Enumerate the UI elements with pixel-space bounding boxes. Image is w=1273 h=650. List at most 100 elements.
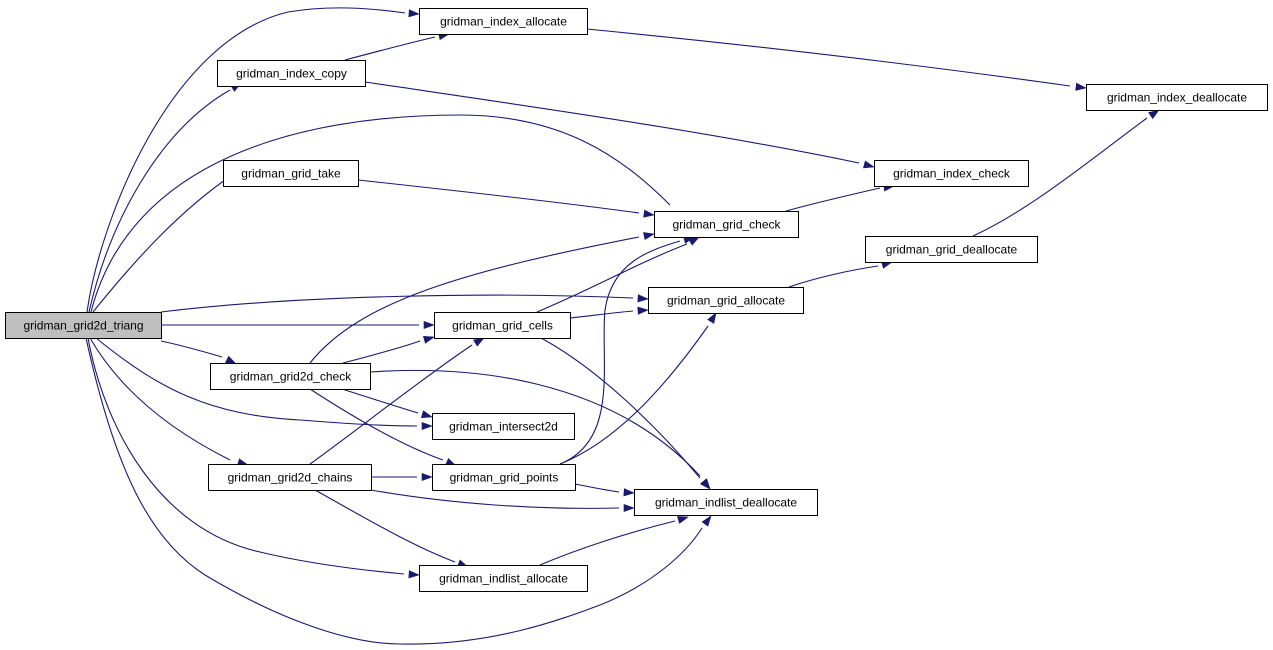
node-box[interactable]	[432, 464, 576, 491]
edge-line	[160, 340, 223, 358]
edge-line	[92, 172, 236, 313]
edge-gridman_index_copy-to-gridman_index_check	[364, 81, 875, 169]
edge-gridman_grid2d_triang-to-gridman_index_copy	[88, 82, 242, 313]
node-box[interactable]	[223, 160, 359, 187]
node-box[interactable]	[419, 8, 588, 35]
node-gridman_grid2d_check[interactable]: gridman_grid2d_check	[210, 363, 371, 390]
node-box[interactable]	[434, 312, 571, 339]
node-box[interactable]	[654, 211, 799, 238]
node-gridman_grid2d_chains[interactable]: gridman_grid2d_chains	[208, 464, 372, 491]
arrowhead-icon	[701, 515, 712, 527]
node-gridman_intersect2d[interactable]: gridman_intersect2d	[432, 413, 575, 440]
node-box[interactable]	[419, 565, 588, 592]
edge-gridman_grid2d_triang-to-gridman_grid_take	[92, 165, 248, 313]
node-label[interactable]: gridman_index_deallocate	[1107, 91, 1247, 105]
edge-line	[364, 81, 860, 164]
edge-gridman_grid_allocate-to-gridman_grid_deallocate	[788, 260, 893, 288]
node-gridman_indlist_deallocate[interactable]: gridman_indlist_deallocate	[634, 489, 818, 516]
root-node-box[interactable]	[5, 312, 162, 339]
edge-gridman_grid_check-to-gridman_index_check	[785, 183, 895, 212]
edge-line	[559, 240, 681, 465]
node-label[interactable]: gridman_grid2d_chains	[228, 471, 353, 485]
call-graph-nodes: gridman_grid2d_triang gridman_index_alloc…	[5, 8, 1268, 592]
arrowhead-icon	[408, 570, 420, 579]
edge-line	[574, 483, 620, 493]
node-label[interactable]: gridman_indlist_allocate	[439, 572, 568, 586]
node-gridman_grid_check[interactable]: gridman_grid_check	[654, 211, 799, 238]
node-box[interactable]	[210, 363, 371, 390]
node-box[interactable]	[874, 160, 1029, 187]
edge-line	[559, 325, 709, 465]
node-label[interactable]: gridman_grid_cells	[452, 319, 553, 333]
node-label[interactable]: gridman_index_allocate	[440, 15, 567, 29]
node-box[interactable]	[217, 60, 366, 87]
node-gridman_grid_cells[interactable]: gridman_grid_cells	[434, 312, 571, 339]
node-label[interactable]: gridman_grid_points	[450, 471, 559, 485]
arrowhead-icon	[420, 410, 433, 419]
edge-gridman_grid2d_check-to-gridman_grid_check	[309, 232, 655, 364]
edge-line	[342, 340, 421, 364]
arrowhead-icon	[700, 478, 711, 490]
edge-gridman_grid_points-to-gridman_grid_allocate	[559, 312, 717, 465]
edge-line	[369, 369, 701, 477]
node-label[interactable]: gridman_intersect2d	[449, 420, 558, 434]
edge-gridman_grid2d_triang-to-gridman_grid_allocate	[160, 294, 649, 313]
arrowhead-icon	[421, 421, 433, 431]
node-gridman_index_deallocate[interactable]: gridman_index_deallocate	[1086, 84, 1268, 111]
edge-line	[309, 388, 444, 461]
edge-line	[972, 117, 1148, 237]
edge-gridman_grid2d_chains-to-gridman_grid_points	[371, 472, 433, 482]
node-label[interactable]: gridman_indlist_deallocate	[655, 496, 797, 510]
node-label[interactable]: gridman_grid_allocate	[667, 294, 785, 308]
arrowhead-icon	[473, 337, 485, 347]
node-label[interactable]: gridman_index_check	[893, 167, 1011, 181]
edge-gridman_indlist_allocate-to-gridman_indlist_deallocate	[539, 516, 689, 566]
node-label[interactable]: gridman_grid_deallocate	[886, 243, 1018, 257]
node-box[interactable]	[634, 489, 818, 516]
edge-line	[341, 388, 419, 414]
edge-gridman_index_copy-to-gridman_index_allocate	[344, 32, 450, 61]
edge-gridman_grid_take-to-gridman_grid_check	[357, 179, 655, 218]
edge-gridman_grid_deallocate-to-gridman_index_deallocate	[972, 109, 1160, 237]
edge-line	[87, 337, 405, 575]
node-gridman_index_check[interactable]: gridman_index_check	[874, 160, 1029, 187]
arrowhead-icon	[421, 472, 433, 482]
edge-line	[86, 7, 406, 313]
edge-gridman_grid2d_chains-to-gridman_indlist_allocate	[314, 489, 469, 568]
arrowhead-icon	[676, 516, 689, 524]
arrowhead-icon	[707, 312, 717, 324]
node-label[interactable]: gridman_grid_take	[241, 167, 341, 181]
node-gridman_grid_allocate[interactable]: gridman_grid_allocate	[648, 287, 804, 314]
edge-line	[569, 310, 634, 319]
arrowhead-icon	[637, 306, 649, 315]
edge-line	[160, 294, 634, 313]
call-graph-edges	[85, 7, 1160, 645]
node-gridman_index_allocate[interactable]: gridman_index_allocate	[419, 8, 588, 35]
node-label[interactable]: gridman_grid2d_check	[230, 370, 352, 384]
edge-line	[788, 265, 879, 288]
node-box[interactable]	[865, 236, 1038, 263]
arrowhead-icon	[637, 294, 649, 303]
node-gridman_indlist_allocate[interactable]: gridman_indlist_allocate	[419, 565, 588, 592]
edge-line	[370, 489, 620, 509]
node-box[interactable]	[648, 287, 804, 314]
arrowhead-icon	[224, 355, 237, 365]
node-gridman_grid2d_triang[interactable]: gridman_grid2d_triang	[5, 312, 162, 339]
node-box[interactable]	[432, 413, 575, 440]
node-gridman_index_copy[interactable]: gridman_index_copy	[217, 60, 366, 87]
node-gridman_grid_take[interactable]: gridman_grid_take	[223, 160, 359, 187]
edge-gridman_grid2d_triang-to-gridman_indlist_allocate	[87, 337, 420, 579]
node-gridman_grid_deallocate[interactable]: gridman_grid_deallocate	[865, 236, 1038, 263]
node-box[interactable]	[208, 464, 372, 491]
edge-line	[357, 179, 640, 214]
node-gridman_grid_points[interactable]: gridman_grid_points	[432, 464, 576, 491]
edge-gridman_grid2d_chains-to-gridman_indlist_deallocate	[370, 489, 635, 513]
node-box[interactable]	[1086, 84, 1268, 111]
node-label[interactable]: gridman_grid_check	[672, 218, 781, 232]
edge-gridman_grid2d_check-to-gridman_grid_cells	[342, 335, 435, 364]
edge-gridman_grid_cells-to-gridman_grid_allocate	[569, 306, 649, 319]
node-label[interactable]: gridman_index_copy	[236, 67, 347, 81]
arrowhead-icon	[643, 232, 655, 240]
node-label[interactable]: gridman_grid2d_triang	[23, 319, 143, 333]
